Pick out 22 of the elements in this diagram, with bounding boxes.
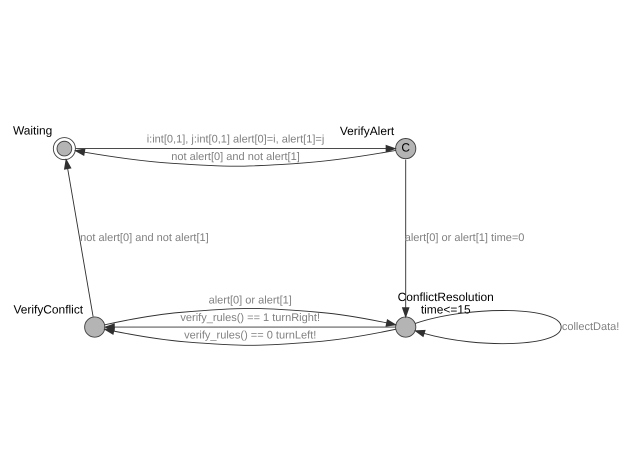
edge-label: i:int[0,1], j:int[0,1] alert[0]=i, alert[1]=j bbox=[146, 134, 324, 146]
node-circle bbox=[52, 137, 76, 160]
arrow bbox=[402, 159, 410, 318]
arrow bbox=[64, 158, 94, 318]
edge-label: verify_rules() == 1 turnRight! bbox=[180, 312, 320, 324]
node-circle: C bbox=[395, 138, 416, 160]
node-circle bbox=[395, 316, 416, 338]
arrow bbox=[104, 308, 398, 327]
arrow bbox=[74, 148, 396, 167]
edge-label: not alert[0] and not alert[1] bbox=[171, 151, 300, 164]
arrow bbox=[103, 327, 396, 346]
node-label: VerifyConflict bbox=[13, 302, 84, 317]
arrow bbox=[414, 310, 562, 344]
edge-label: alert[0] or alert[1] bbox=[208, 294, 292, 307]
node-label: time<=15 bbox=[420, 302, 471, 317]
edge-label: not alert[0] and not alert[1] bbox=[80, 232, 209, 244]
node-label: VerifyAlert bbox=[340, 124, 394, 138]
node-circle bbox=[84, 316, 106, 338]
arrow bbox=[75, 144, 397, 152]
node-label: Waiting bbox=[12, 123, 52, 138]
edge-label: collectData! bbox=[562, 320, 620, 333]
edge-label: verify_rules() == 0 turnLeft! bbox=[184, 330, 316, 342]
